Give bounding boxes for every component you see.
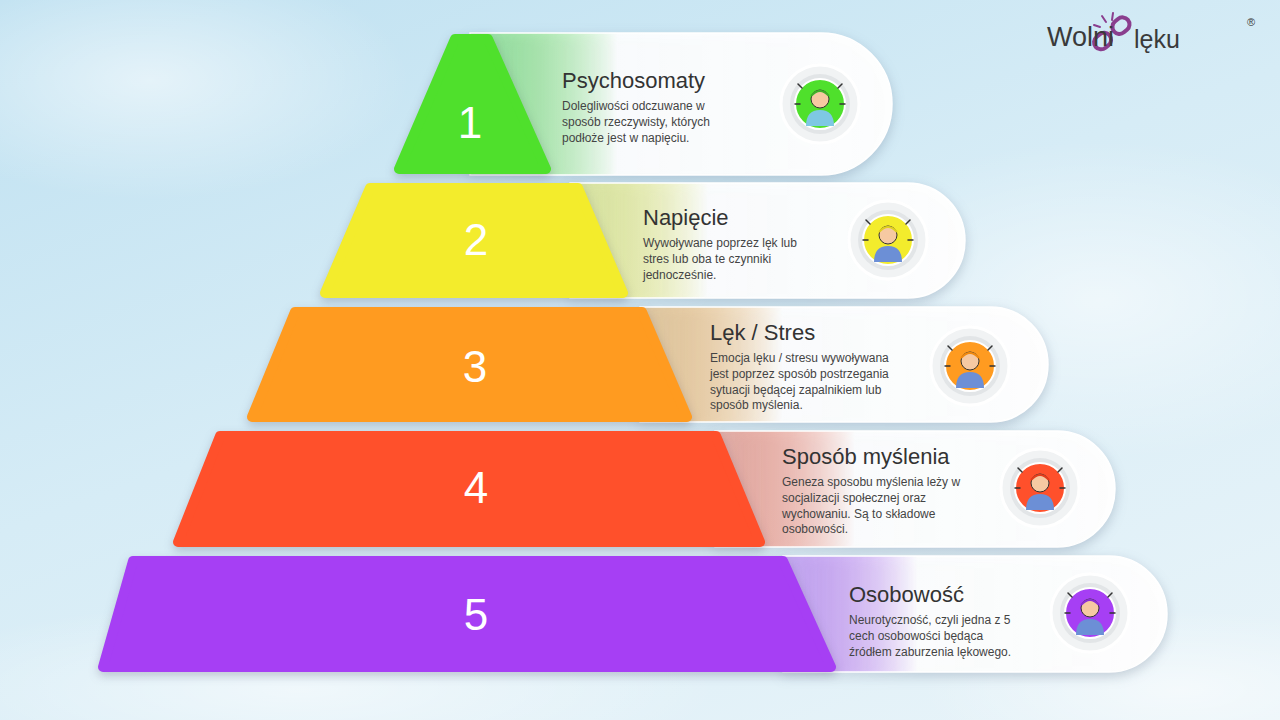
level-card: Sposób myśleniaGeneza sposobu myślenia l… <box>715 431 1115 547</box>
card-text: NapięcieWywoływane poprzez lęk lub stres… <box>643 205 818 283</box>
card <box>715 431 1115 547</box>
card-text: PsychosomatyDolegliwości odczuwane w spo… <box>562 68 737 146</box>
level-number: 4 <box>464 466 488 510</box>
trapezoid <box>103 561 831 667</box>
level-description: Emocja lęku / stresu wywoływana jest pop… <box>710 351 910 413</box>
pyramid-level: 4 <box>173 431 765 547</box>
trapezoid <box>178 436 760 542</box>
level-title: Psychosomaty <box>562 68 737 94</box>
card-text: Lęk / StresEmocja lęku / stresu wywoływa… <box>710 320 910 414</box>
level-title: Napięcie <box>643 205 818 231</box>
level-card: OsobowośćNeurotyczność, czyli jedna z 5 … <box>783 556 1167 672</box>
logo-text: Wolni <box>1047 24 1114 51</box>
cloud <box>0 0 410 200</box>
level-description: Geneza sposobu myślenia leży w socjaliza… <box>782 475 977 537</box>
level-icon <box>781 65 859 143</box>
card <box>783 556 1167 672</box>
level-description: Dolegliwości odczuwane w sposób rzeczywi… <box>562 99 737 146</box>
card-text: Sposób myśleniaGeneza sposobu myślenia l… <box>782 444 977 538</box>
trapezoid <box>252 312 687 417</box>
level-number: 3 <box>463 345 487 389</box>
card <box>470 33 892 175</box>
pyramid-level: 2 <box>320 183 628 298</box>
level-description: Neurotyczność, czyli jedna z 5 cech osob… <box>849 613 1029 660</box>
level-title: Lęk / Stres <box>710 320 910 346</box>
level-number: 2 <box>464 218 488 262</box>
card-text: OsobowośćNeurotyczność, czyli jedna z 5 … <box>849 582 1029 660</box>
level-description: Wywoływane poprzez lęk lub stres lub oba… <box>643 236 818 283</box>
card <box>570 183 965 298</box>
level-title: Sposób myślenia <box>782 444 977 470</box>
card <box>640 307 1048 422</box>
level-card: NapięcieWywoływane poprzez lęk lub stres… <box>570 183 965 298</box>
level-card: Lęk / StresEmocja lęku / stresu wywoływa… <box>640 307 1048 422</box>
pyramid-level: 3 <box>247 307 692 422</box>
level-icon <box>1001 449 1079 527</box>
pyramid-level: 1 <box>393 33 553 175</box>
level-icon <box>931 327 1009 405</box>
level-icon <box>849 201 927 279</box>
logo-text: lęku <box>1134 27 1180 52</box>
level-title: Osobowość <box>849 582 1029 608</box>
level-number: 5 <box>464 593 488 637</box>
level-number: 1 <box>458 101 482 145</box>
pyramid-level: 5 <box>98 556 836 672</box>
registered-mark: ® <box>1247 17 1255 28</box>
trapezoid <box>325 188 623 293</box>
level-icon <box>1051 574 1129 652</box>
